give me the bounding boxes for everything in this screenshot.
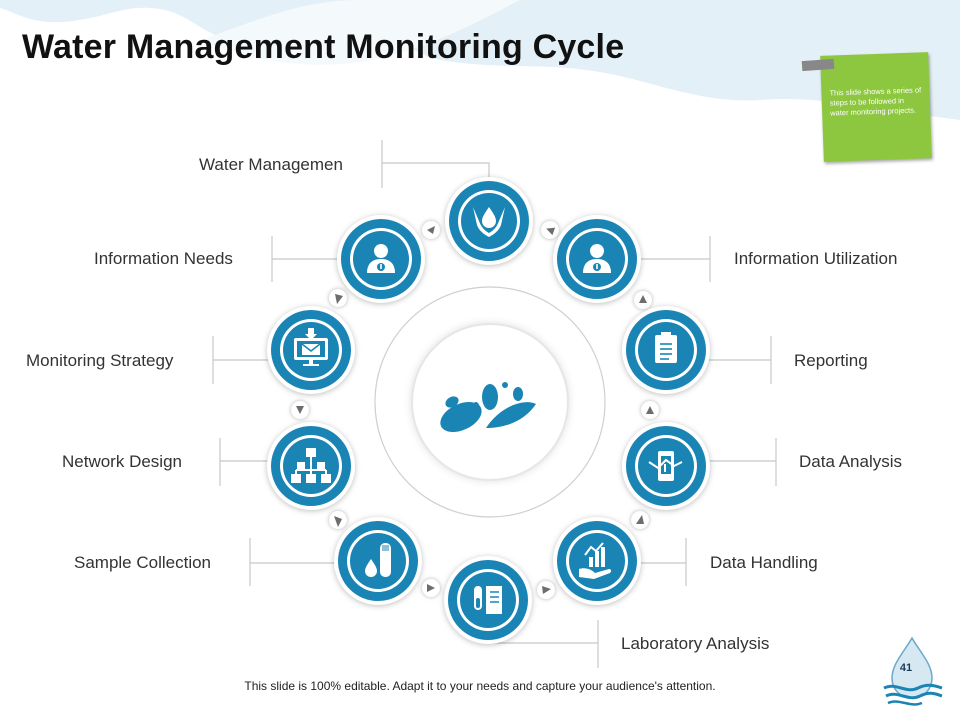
step-label-information-needs: Information Needs [94, 249, 233, 268]
page-number: 41 [899, 662, 913, 674]
arrow-connector [641, 401, 659, 419]
cycle-arrows [291, 221, 659, 599]
test-tube-drop-icon [365, 543, 391, 577]
monitor-mail-icon [294, 328, 328, 366]
step-label-sample-collection: Sample Collection [74, 553, 212, 572]
step-node [267, 306, 355, 394]
arrow-connector [291, 401, 309, 419]
clipboard-icon [655, 332, 677, 363]
arrow-connector [631, 511, 649, 529]
water-hands-icon [473, 207, 505, 237]
arrow-connector [634, 291, 652, 309]
step-node [444, 556, 532, 644]
arrow-connector [537, 581, 555, 599]
network-hierarchy-icon [291, 448, 331, 483]
step-node [553, 215, 641, 303]
step-label-information-utilization: Information Utilization [734, 249, 898, 268]
step-label-network-design: Network Design [62, 452, 182, 471]
person-info-icon [367, 244, 395, 273]
step-label-data-handling: Data Handling [710, 553, 818, 572]
step-node [445, 177, 533, 265]
step-label-laboratory-analysis: Laboratory Analysis [621, 634, 770, 653]
footer-text: This slide is 100% editable. Adapt it to… [244, 679, 716, 693]
step-node [337, 215, 425, 303]
step-node [553, 517, 641, 605]
water-splash-icon [440, 382, 536, 433]
background-wave [0, 0, 960, 120]
water-drop-logo [883, 636, 943, 706]
person-info-icon [583, 244, 611, 273]
step-label-reporting: Reporting [794, 351, 868, 370]
arrow-connector [541, 221, 559, 239]
step-node [334, 517, 422, 605]
step-node [622, 422, 710, 510]
arrow-connector [422, 221, 440, 239]
step-label-water-management: Water Managemen [199, 155, 343, 174]
step-node [267, 422, 355, 510]
test-tube-document-icon [474, 586, 502, 614]
mobile-chart-icon [648, 451, 683, 481]
arrow-connector [422, 579, 440, 597]
step-node [622, 306, 710, 394]
outer-ring [374, 286, 606, 518]
connector-lines [212, 140, 777, 668]
page-title: Water Management Monitoring Cycle [22, 28, 625, 66]
arrow-connector [329, 289, 347, 307]
hand-chart-icon [579, 542, 612, 579]
step-label-monitoring-strategy: Monitoring Strategy [26, 351, 174, 370]
step-label-data-analysis: Data Analysis [799, 452, 902, 471]
arrow-connector [329, 511, 347, 529]
